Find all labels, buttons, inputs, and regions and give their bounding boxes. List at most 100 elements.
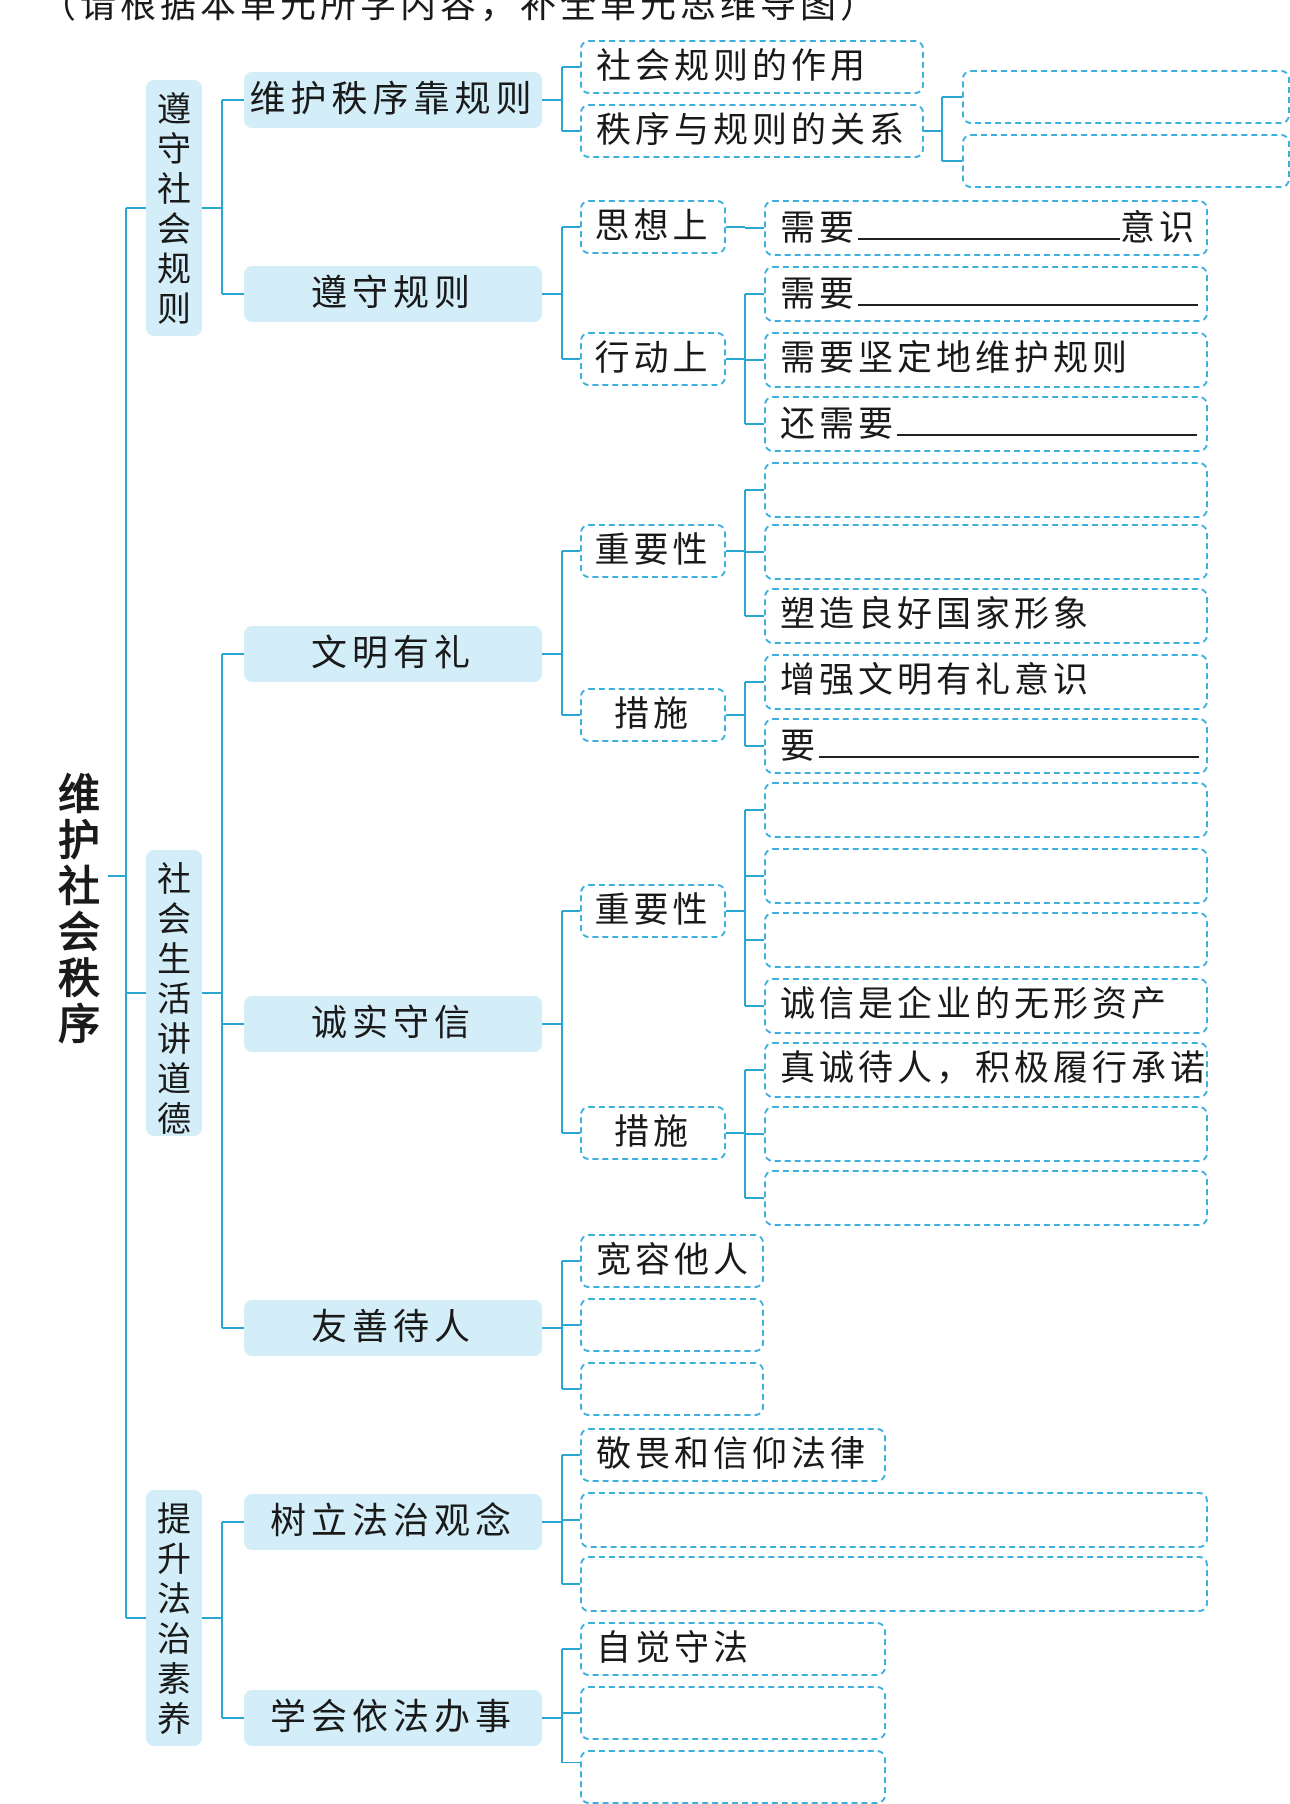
fill-blank-line[interactable] <box>858 268 1199 306</box>
topic-order-by-rules: 维护秩序靠规则 <box>244 72 542 128</box>
char: 活 <box>157 980 191 1020</box>
group-thought: 思想上 <box>580 200 726 254</box>
char: 序 <box>57 1000 100 1049</box>
topic-obey-rules: 遵守规则 <box>244 266 542 322</box>
instruction-text: （请根据本单元所学内容，补全单元思维导图） <box>40 0 881 26</box>
group-importance: 重要性 <box>580 884 726 938</box>
blank-box[interactable] <box>764 524 1208 580</box>
law-connector <box>202 1521 244 1719</box>
blank-box[interactable] <box>962 134 1290 188</box>
blank-box[interactable] <box>764 1106 1208 1162</box>
blank-box[interactable] <box>580 1556 1208 1612</box>
char: 素 <box>157 1660 191 1700</box>
blank-box[interactable] <box>764 782 1208 838</box>
topic-honesty: 诚实守信 <box>244 996 542 1052</box>
item-national-image: 塑造良好国家形象 <box>764 588 1208 644</box>
fill-blank-line[interactable] <box>819 720 1200 758</box>
char: 秩 <box>57 954 100 1003</box>
item-prefix: 需要 <box>780 275 859 315</box>
civility-connector <box>542 550 580 716</box>
char: 治 <box>157 1620 191 1660</box>
topic-civility: 文明有礼 <box>244 626 542 682</box>
item-rule-function: 社会规则的作用 <box>580 40 924 94</box>
char: 社 <box>57 862 100 911</box>
fill-item-need[interactable]: 需要 <box>764 266 1208 322</box>
char: 护 <box>57 816 100 865</box>
char: 会 <box>157 900 191 940</box>
blank-box[interactable] <box>580 1298 764 1352</box>
item-prefix: 还需要 <box>780 405 898 445</box>
item-keep-promise: 真诚待人，积极履行承诺 <box>764 1042 1208 1098</box>
item-tolerance: 宽容他人 <box>580 1234 764 1288</box>
item-maintain-rules: 需要坚定地维护规则 <box>764 332 1208 388</box>
civility-importance-connector <box>726 489 764 617</box>
char: 则 <box>157 290 191 330</box>
fill-item-also-need[interactable]: 还需要 <box>764 396 1208 452</box>
act-by-law-connector <box>542 1648 580 1763</box>
blank-box[interactable] <box>764 1170 1208 1226</box>
root-node: 维护社会秩序 <box>50 772 108 1048</box>
topic-friendliness: 友善待人 <box>244 1300 542 1356</box>
relation-connector <box>924 96 962 162</box>
char: 德 <box>157 1100 191 1140</box>
item-revere-law: 敬畏和信仰法律 <box>580 1428 886 1482</box>
thought-connector <box>726 226 764 229</box>
section-label-rules: 遵守社会规则 <box>146 80 202 336</box>
item-civility-awareness: 增强文明有礼意识 <box>764 654 1208 710</box>
order-rules-connector <box>542 66 580 132</box>
morality-connector <box>202 653 244 1329</box>
topic-rule-of-law-concept: 树立法治观念 <box>244 1494 542 1550</box>
char: 守 <box>157 130 191 170</box>
group-importance: 重要性 <box>580 524 726 578</box>
mind-map: （请根据本单元所学内容，补全单元思维导图） 维护社会秩序 遵守社会规则 社会生活… <box>40 0 1290 1804</box>
rules-connector <box>202 99 244 295</box>
char: 法 <box>157 1580 191 1620</box>
fill-blank-line[interactable] <box>858 202 1121 240</box>
group-measures: 措施 <box>580 1106 726 1160</box>
root-connector <box>108 207 146 1619</box>
civility-measures-connector <box>726 681 764 747</box>
char: 讲 <box>157 1020 191 1060</box>
honesty-connector <box>542 910 580 1134</box>
group-measures: 措施 <box>580 688 726 742</box>
char: 遵 <box>157 90 191 130</box>
char: 会 <box>157 210 191 250</box>
honesty-importance-connector <box>726 809 764 1007</box>
friendly-connector <box>542 1260 580 1390</box>
blank-box[interactable] <box>580 1686 886 1740</box>
fill-item-should[interactable]: 要 <box>764 718 1208 774</box>
char: 会 <box>57 908 100 957</box>
char: 生 <box>157 940 191 980</box>
fill-blank-line[interactable] <box>897 398 1198 436</box>
blank-box[interactable] <box>580 1492 1208 1548</box>
blank-box[interactable] <box>764 848 1208 904</box>
item-prefix: 需要 <box>780 209 859 249</box>
group-action: 行动上 <box>580 332 726 386</box>
blank-box[interactable] <box>962 70 1290 124</box>
item-order-rule-relation: 秩序与规则的关系 <box>580 104 924 158</box>
char: 养 <box>157 1700 191 1740</box>
char: 维 <box>57 770 100 819</box>
item-prefix: 要 <box>780 727 820 767</box>
honesty-measures-connector <box>726 1069 764 1199</box>
item-credit-asset: 诚信是企业的无形资产 <box>764 978 1208 1034</box>
blank-box[interactable] <box>580 1750 886 1804</box>
action-connector <box>726 293 764 425</box>
blank-box[interactable] <box>580 1362 764 1416</box>
blank-box[interactable] <box>764 912 1208 968</box>
section-label-rule-of-law: 提升法治素养 <box>146 1490 202 1746</box>
char: 升 <box>157 1540 191 1580</box>
char: 社 <box>157 170 191 210</box>
connector-lines <box>108 66 962 1763</box>
char: 提 <box>157 1500 191 1540</box>
char: 规 <box>157 250 191 290</box>
section-label-morality: 社会生活讲道德 <box>146 850 202 1140</box>
char: 社 <box>157 860 191 900</box>
fill-item-awareness[interactable]: 需要 意识 <box>764 200 1208 256</box>
obey-rules-connector <box>542 226 580 360</box>
item-suffix: 意识 <box>1120 209 1199 249</box>
law-concept-connector <box>542 1454 580 1585</box>
blank-box[interactable] <box>764 462 1208 518</box>
topic-act-by-law: 学会依法办事 <box>244 1690 542 1746</box>
item-obey-law: 自觉守法 <box>580 1622 886 1676</box>
